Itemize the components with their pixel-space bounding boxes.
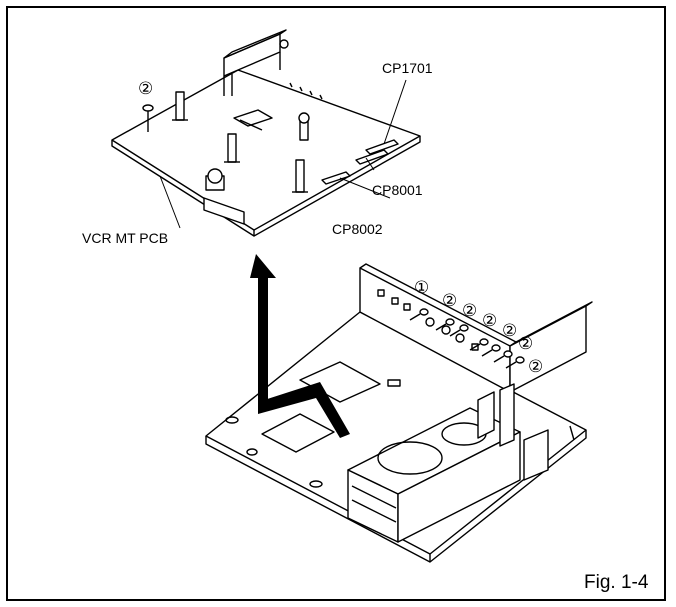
pcb-screw — [142, 104, 154, 132]
chassis-screw-callout-2b: ② — [462, 301, 478, 320]
chassis-screw-callout-1: ① — [414, 278, 430, 297]
chassis-screw-callout-2a: ② — [442, 291, 458, 310]
board-components — [172, 91, 399, 225]
pcb-screw-callout: ② — [138, 79, 154, 98]
cp8001-label: CP8001 — [372, 182, 423, 198]
chassis-screws — [409, 308, 525, 369]
removal-arrow — [250, 254, 350, 438]
chassis-screw-callout-2d: ② — [502, 321, 518, 340]
chassis-screw-callout-2c: ② — [482, 311, 498, 330]
figure-number: Fig. 1-4 — [584, 572, 649, 593]
vcr-mt-pcb-label: VCR MT PCB — [82, 230, 169, 246]
chassis-screw-callout-2e: ② — [518, 334, 534, 353]
vcr-chassis — [205, 263, 593, 563]
cp8002-label: CP8002 — [332, 221, 383, 237]
figure-frame — [6, 6, 666, 601]
tuner-block — [223, 29, 289, 96]
chassis-screw-callout-2f: ② — [528, 357, 544, 376]
cp1701-label: CP1701 — [382, 60, 433, 76]
